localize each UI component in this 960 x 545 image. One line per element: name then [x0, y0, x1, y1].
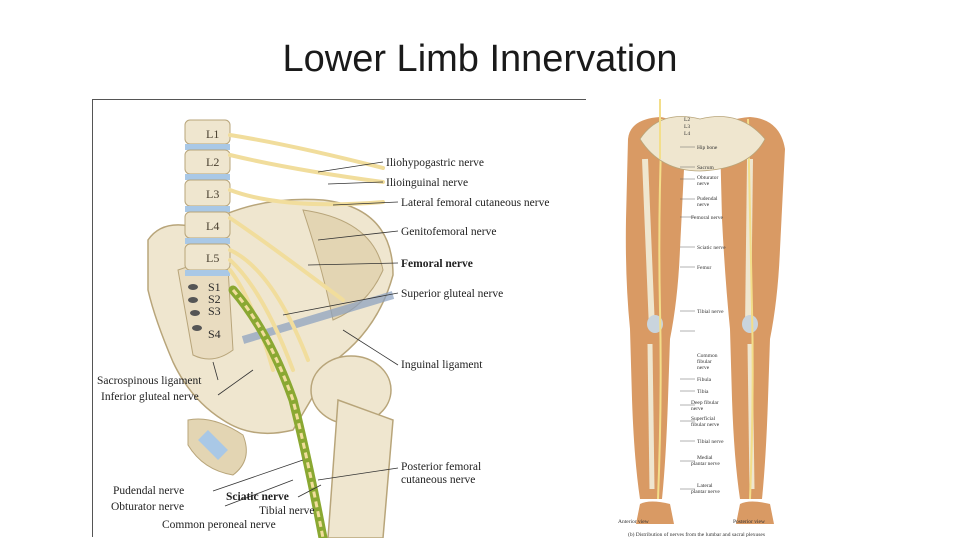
label-medial-plantar: Medial: [697, 455, 713, 461]
label-tibial-nerve: Tibial nerve: [697, 309, 724, 315]
vertebra-label: L3: [206, 187, 219, 201]
label-lateral-femoral-cutaneous: Lateral femoral cutaneous nerve: [401, 197, 549, 209]
vertebra-label: L2: [206, 155, 219, 169]
label-iliohypogastric: Iliohypogastric nerve: [386, 157, 484, 169]
vertebral-column: L1 L2 L3 L4 L5 S1 S2 S3 S4: [184, 119, 231, 341]
label-inferior-gluteal: Inferior gluteal nerve: [101, 391, 199, 403]
spine-label: L3: [684, 124, 690, 130]
vertebra-label: L4: [206, 219, 219, 233]
label-pudendal-2: nerve: [697, 202, 710, 208]
label-tibial-nerve: Tibial nerve: [259, 505, 314, 517]
label-posterior-view: Posterior view: [733, 519, 765, 525]
lumbosacral-plexus-illustration: L1 L2 L3 L4 L5 S1 S2 S3 S4: [97, 119, 549, 543]
lower-limb-illustration: L2 L3 L4 Hip bone Sacrum Obturator nerve…: [618, 99, 785, 538]
label-femoral-nerve: Femoral nerve: [401, 258, 473, 270]
label-tibia: Tibia: [697, 389, 709, 395]
label-superficial-fibular: Superficial: [691, 415, 716, 422]
spine-label: L4: [684, 131, 690, 137]
label-common-fibular-2: fibular: [697, 358, 712, 365]
label-common-fibular-3: nerve: [697, 365, 710, 371]
sacral-label: S4: [208, 327, 221, 341]
label-common-peroneal: Common peroneal nerve: [162, 519, 276, 531]
label-inguinal-ligament: Inguinal ligament: [401, 359, 483, 371]
label-femur: Femur: [697, 265, 712, 271]
label-superficial-fibular-2: fibular nerve: [691, 421, 720, 428]
label-tibial-nerve-2: Tibial nerve: [697, 439, 724, 445]
sacral-label: S2: [208, 292, 221, 306]
label-medial-plantar-2: plantar nerve: [691, 461, 720, 467]
vertebra-label: L5: [206, 251, 219, 265]
sacral-label: S1: [208, 280, 221, 294]
anterior-leg: [625, 117, 685, 524]
label-femoral-nerve: Femoral nerve: [691, 215, 723, 221]
figure-caption: (b) Distribution of nerves from the lumb…: [628, 531, 765, 538]
label-pudendal: Pudendal: [697, 196, 718, 202]
label-sacrospinous-ligament: Sacrospinous ligament: [97, 375, 202, 387]
label-deep-fibular-2: nerve: [691, 406, 704, 412]
label-obturator: Obturator: [697, 175, 719, 181]
label-fibula: Fibula: [697, 377, 712, 383]
label-obturator-2: nerve: [697, 181, 710, 187]
lower-limb-nerves-figure: L2 L3 L4 Hip bone Sacrum Obturator nerve…: [600, 99, 960, 540]
spine-label: L2: [684, 117, 690, 123]
pelvis-shape: [639, 116, 766, 172]
label-lateral-plantar-2: plantar nerve: [691, 489, 720, 495]
label-genitofemoral: Genitofemoral nerve: [401, 226, 496, 238]
label-anterior-view: Anterior view: [618, 519, 649, 525]
label-posterior-femoral-2: cutaneous nerve: [401, 474, 475, 486]
label-superior-gluteal: Superior gluteal nerve: [401, 288, 503, 300]
posterior-leg: [719, 117, 785, 524]
label-lateral-plantar: Lateral: [697, 483, 713, 489]
lumbosacral-plexus-figure: L1 L2 L3 L4 L5 S1 S2 S3 S4: [92, 99, 586, 543]
vertebra-label: L1: [206, 127, 219, 141]
label-sciatic-nerve: Sciatic nerve: [697, 245, 726, 251]
label-posterior-femoral: Posterior femoral: [401, 461, 481, 473]
label-ilioinguinal: Ilioinguinal nerve: [386, 177, 468, 189]
label-obturator: Obturator nerve: [111, 501, 184, 513]
label-deep-fibular: Deep fibular: [691, 399, 719, 406]
label-common-fibular: Common: [697, 353, 718, 359]
label-pudendal: Pudendal nerve: [113, 485, 184, 497]
sacral-label: S3: [208, 304, 221, 318]
label-sacrum: Sacrum: [697, 165, 715, 171]
label-hip-bone: Hip bone: [697, 145, 718, 151]
label-sciatic-nerve: Sciatic nerve: [226, 491, 289, 503]
slide-title: Lower Limb Innervation: [282, 38, 678, 80]
